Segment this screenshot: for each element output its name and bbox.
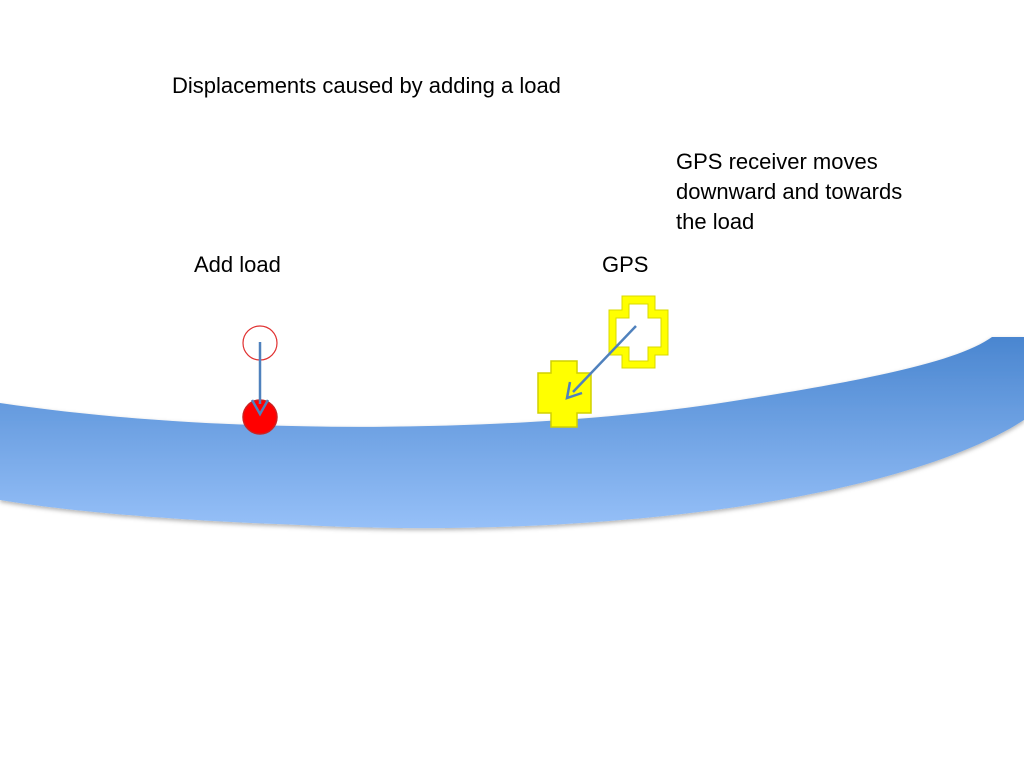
add-load-label: Add load	[194, 252, 281, 277]
deformed-surface-band	[0, 337, 1024, 529]
gps-label: GPS	[602, 252, 649, 277]
load-icon	[242, 399, 278, 435]
gps-arrow-head-icon	[565, 381, 583, 400]
load-arrow-head-icon	[250, 399, 270, 417]
gps-receiver-icon	[537, 360, 592, 428]
original-gps-position-icon	[608, 295, 669, 369]
diagram-title: Displacements caused by adding a load	[172, 73, 561, 98]
gps-arrow-shaft	[572, 325, 637, 393]
gps-movement-note: GPS receiver moves downward and towards …	[676, 149, 903, 234]
